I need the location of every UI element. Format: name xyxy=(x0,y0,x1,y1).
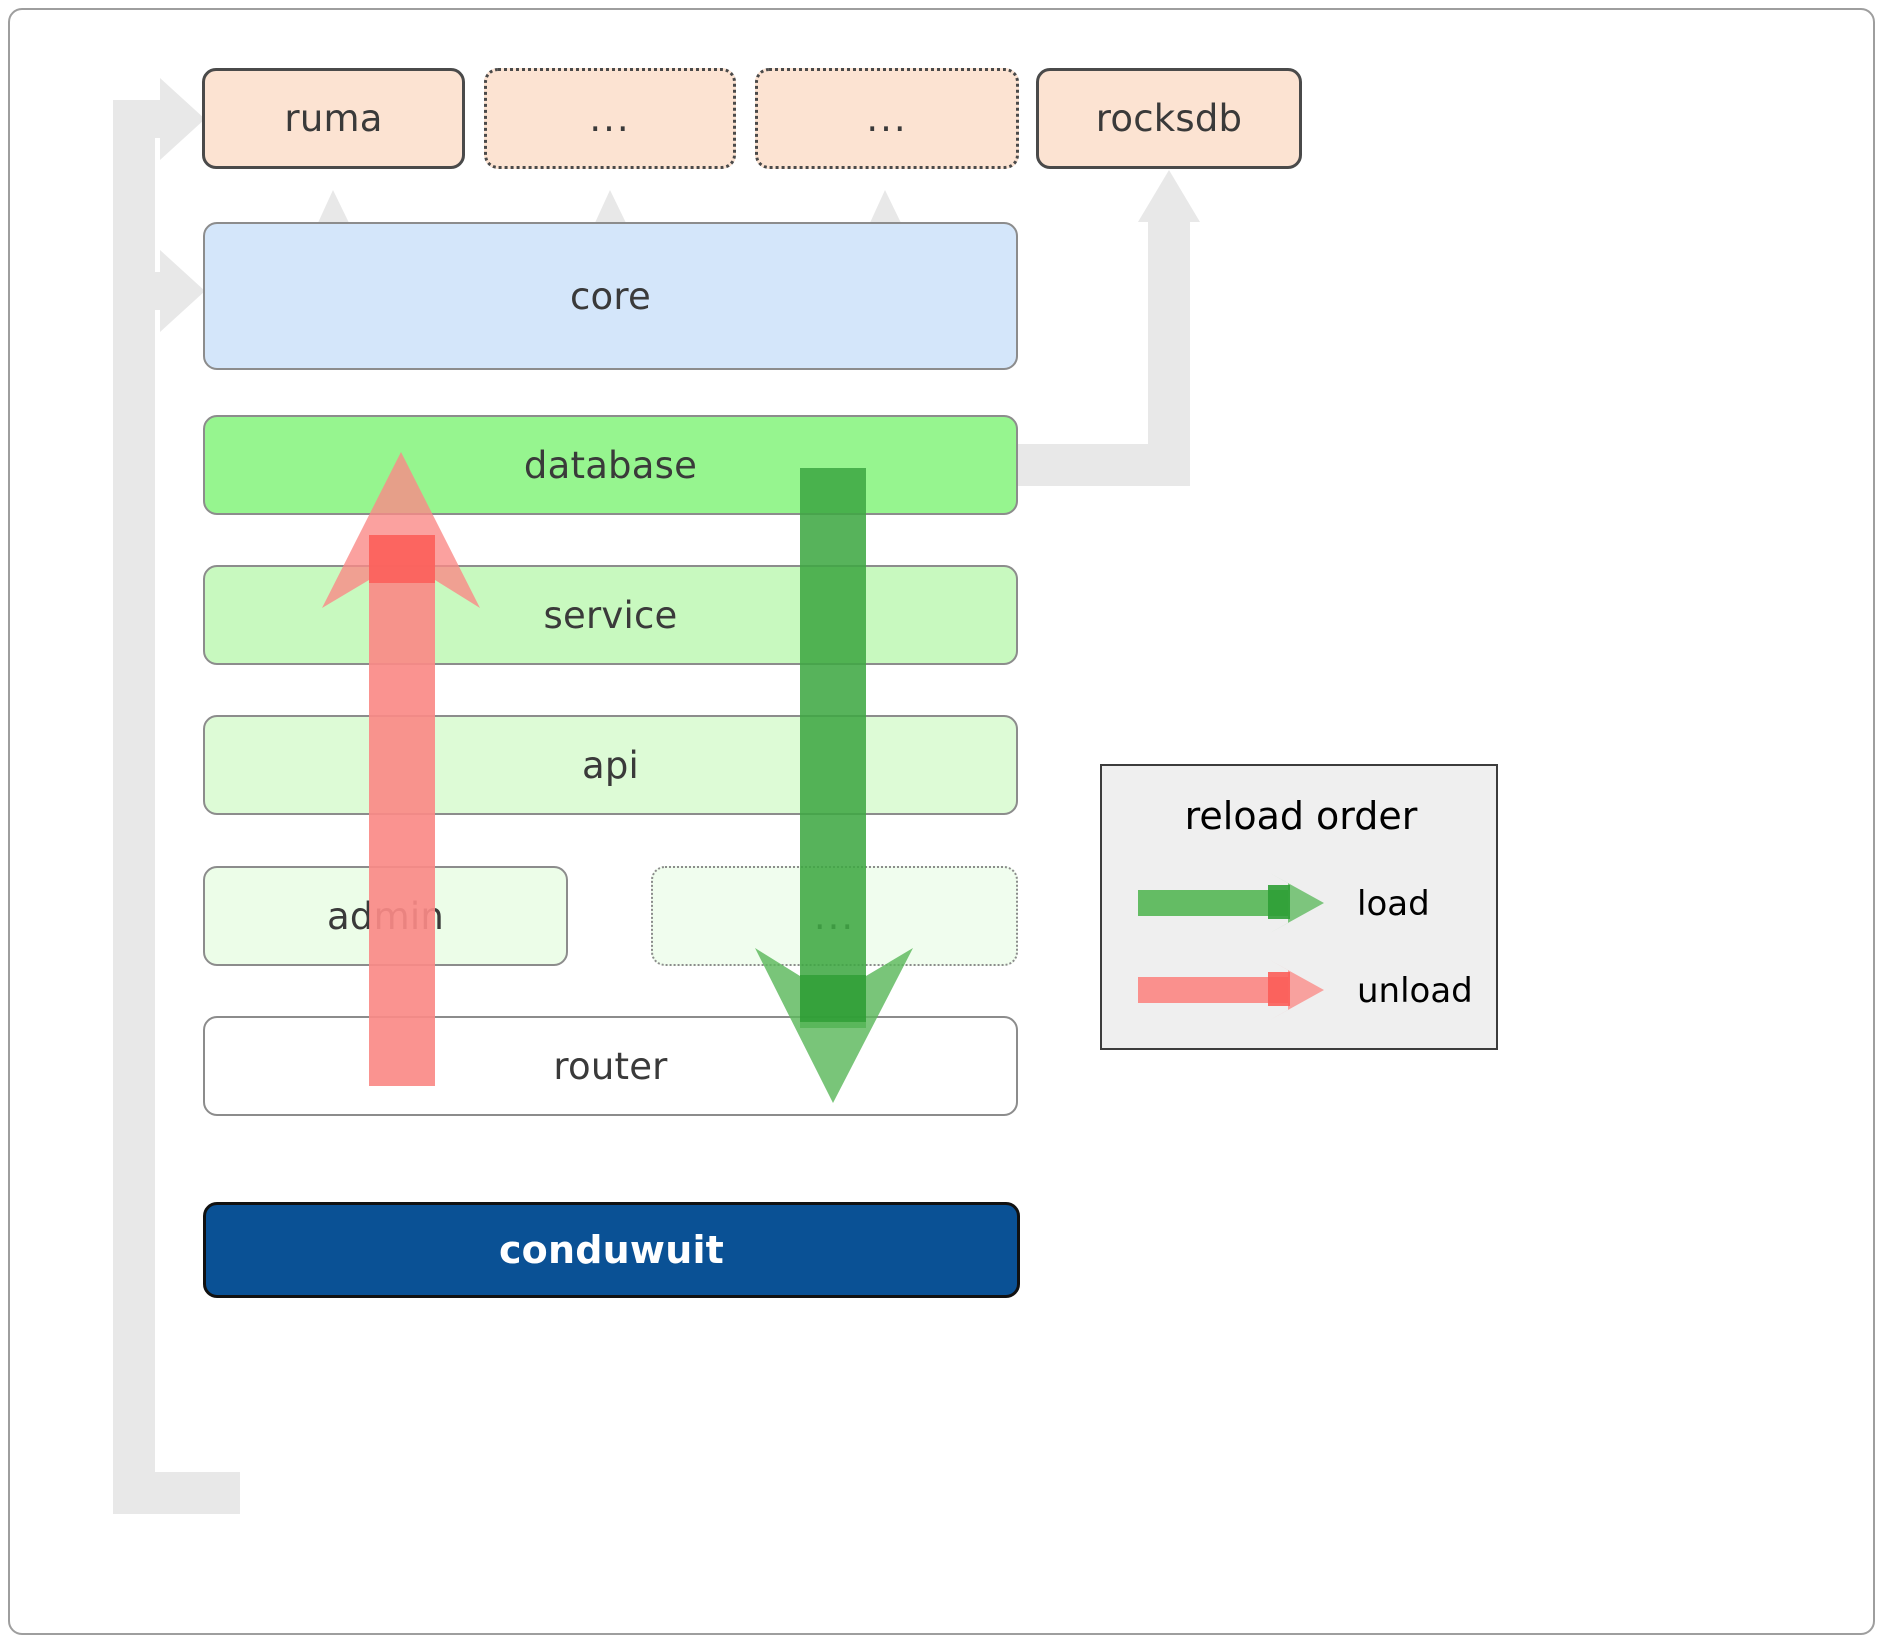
legend-unload-arrow-icon xyxy=(1138,954,1324,1026)
layer-core-label: core xyxy=(570,274,651,318)
legend-load-label: load xyxy=(1357,884,1430,924)
legend-title: reload order xyxy=(1184,794,1418,838)
layer-router[interactable]: router xyxy=(203,1016,1018,1116)
layer-ellipsis[interactable]: ... xyxy=(651,866,1018,966)
layer-core[interactable]: core xyxy=(203,222,1018,370)
layer-admin-label: admin xyxy=(327,894,444,938)
layer-service-label: service xyxy=(543,593,678,637)
package-ellipsis-2[interactable]: ... xyxy=(755,68,1019,169)
package-ellipsis-1[interactable]: ... xyxy=(484,68,736,169)
package-ruma-label: ruma xyxy=(284,97,383,140)
package-ellipsis-2-label: ... xyxy=(866,97,908,140)
package-rocksdb[interactable]: rocksdb xyxy=(1036,68,1302,169)
legend-arrow-svg xyxy=(1138,867,1324,1026)
layer-ellipsis-label: ... xyxy=(813,894,856,938)
package-ellipsis-1-label: ... xyxy=(589,97,631,140)
root-conduwuit-label: conduwuit xyxy=(498,1228,725,1272)
layer-router-label: router xyxy=(553,1044,668,1088)
package-ruma[interactable]: ruma xyxy=(202,68,465,169)
layer-api-label: api xyxy=(581,743,640,787)
legend-unload-label: unload xyxy=(1357,971,1473,1011)
legend-load-arrow-icon xyxy=(1138,867,1324,939)
root-conduwuit[interactable]: conduwuit xyxy=(203,1202,1020,1298)
legend-panel: reload order load unload xyxy=(1100,764,1498,1050)
layer-service[interactable]: service xyxy=(203,565,1018,665)
layer-api[interactable]: api xyxy=(203,715,1018,815)
layer-database[interactable]: database xyxy=(203,415,1018,515)
package-rocksdb-label: rocksdb xyxy=(1095,97,1243,140)
layer-admin[interactable]: admin xyxy=(203,866,568,966)
layer-database-label: database xyxy=(523,443,698,487)
